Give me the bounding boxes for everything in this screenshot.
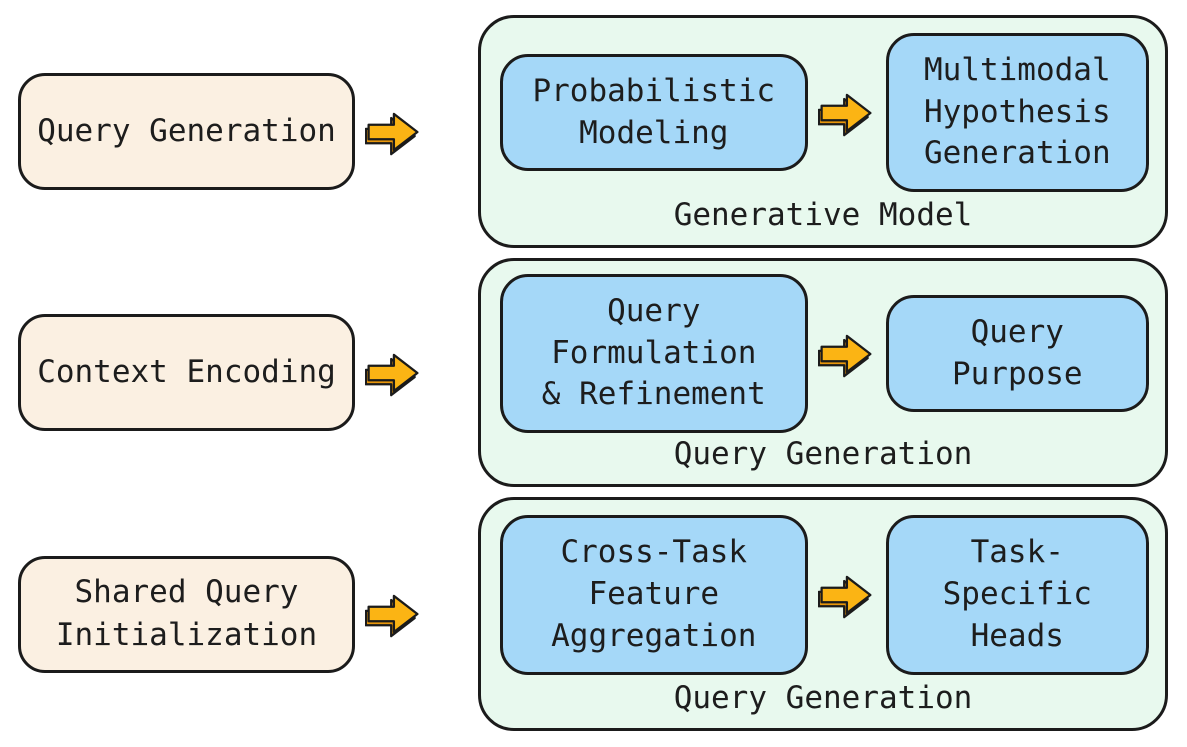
input-node: Query Generation xyxy=(18,73,355,190)
diagram-row: Shared Query Initialization Cross-Task F… xyxy=(0,497,1187,731)
group-label: Query Generation xyxy=(673,436,973,472)
step-node-label: Task- Specific Heads xyxy=(942,534,1092,654)
diagram-row: Query Generation Probabilistic Modeling … xyxy=(0,15,1187,248)
input-node-label: Context Encoding xyxy=(37,354,336,391)
input-node-label: Shared Query Initialization xyxy=(55,574,318,653)
group-container: Probabilistic Modeling Multimodal Hypoth… xyxy=(478,15,1168,248)
group-content: Query Formulation & Refinement Query Pur… xyxy=(481,261,1165,434)
step-node-label: Cross-Task Feature Aggregation xyxy=(551,534,757,654)
group-label: Generative Model xyxy=(673,197,973,233)
input-node-label: Query Generation xyxy=(37,113,336,150)
step-node-label: Query Formulation & Refinement xyxy=(541,292,766,413)
step-node: Task- Specific Heads xyxy=(885,515,1149,675)
input-node: Context Encoding xyxy=(18,314,355,431)
group-container: Cross-Task Feature Aggregation Task- Spe… xyxy=(478,497,1168,731)
step-node-label: Query Purpose xyxy=(951,313,1083,392)
block-arrow-right-icon xyxy=(817,575,872,619)
step-node: Query Purpose xyxy=(885,294,1149,413)
step-node-label: Multimodal Hypothesis Generation xyxy=(923,51,1111,172)
step-node-label: Probabilistic Modeling xyxy=(532,72,776,151)
input-node: Shared Query Initialization xyxy=(18,555,355,673)
group-label: Query Generation xyxy=(673,680,973,716)
group-content: Cross-Task Feature Aggregation Task- Spe… xyxy=(481,500,1165,678)
step-node: Cross-Task Feature Aggregation xyxy=(500,515,808,675)
step-node: Multimodal Hypothesis Generation xyxy=(885,32,1149,193)
block-arrow-right-icon xyxy=(817,334,872,377)
group-container: Query Formulation & Refinement Query Pur… xyxy=(478,258,1168,487)
block-arrow-right-icon xyxy=(817,93,872,136)
diagram-row: Context Encoding Query Formulation & Ref… xyxy=(0,258,1187,487)
block-arrow-right-icon xyxy=(365,112,419,155)
group-content: Probabilistic Modeling Multimodal Hypoth… xyxy=(481,18,1165,195)
step-node: Probabilistic Modeling xyxy=(500,53,808,172)
block-arrow-right-icon xyxy=(365,353,419,396)
block-arrow-right-icon xyxy=(365,594,419,638)
step-node: Query Formulation & Refinement xyxy=(500,273,808,434)
